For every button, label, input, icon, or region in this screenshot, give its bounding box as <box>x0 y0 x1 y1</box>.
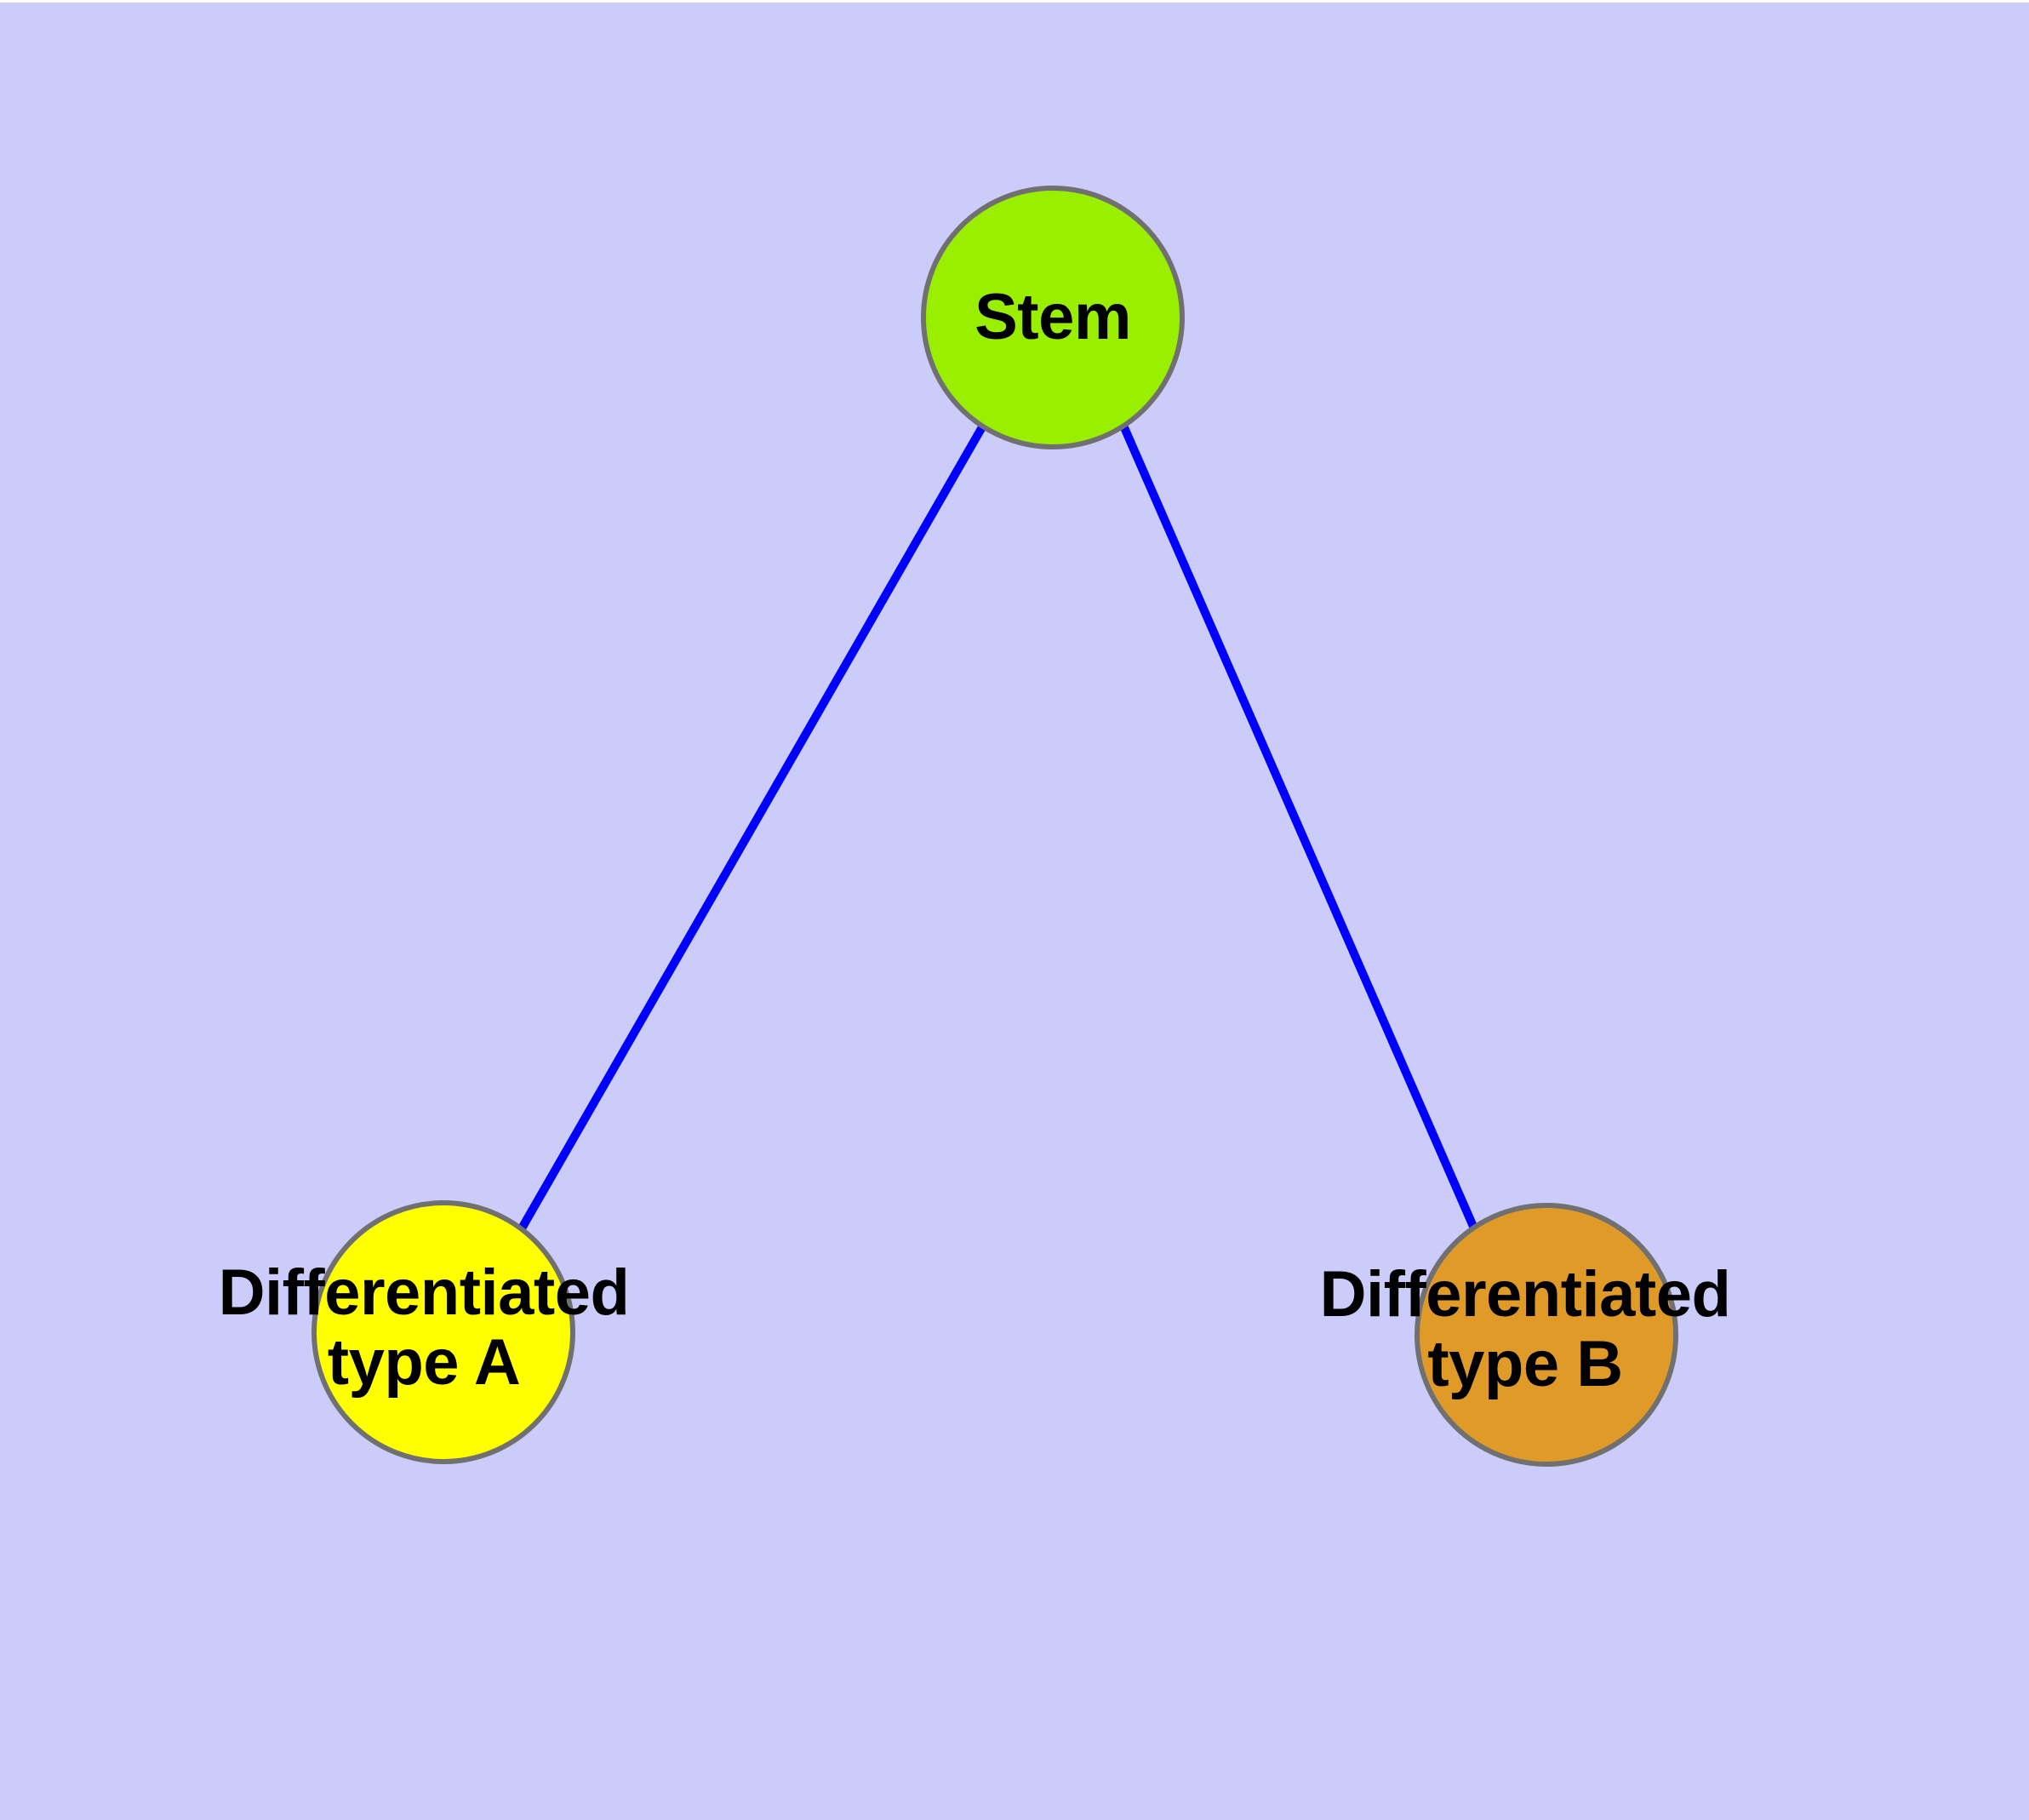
node-layer <box>311 186 1678 1467</box>
node-differentiated-type-a[interactable] <box>311 1200 575 1464</box>
node-differentiated-type-b[interactable] <box>1415 1203 1678 1467</box>
edge-stem-to-diff-b[interactable] <box>1119 423 1478 1231</box>
node-stem[interactable] <box>921 186 1185 449</box>
edge-layer <box>517 423 1478 1231</box>
edge-stem-to-diff-a[interactable] <box>517 423 987 1231</box>
